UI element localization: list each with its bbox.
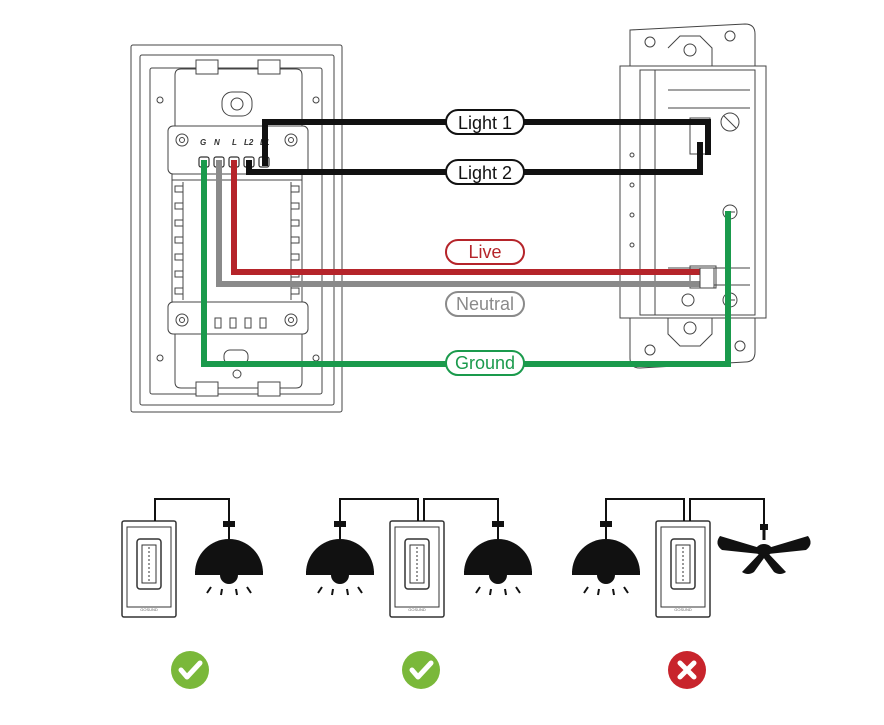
brand-label: GOSUND — [140, 607, 158, 612]
light2-label-box — [445, 159, 525, 185]
wire-labels: Light 1 Light 2 Live Neutral Ground — [445, 109, 525, 376]
ground-label-box — [445, 350, 525, 376]
terminal-label-l: L — [232, 138, 237, 147]
neutral-label-box — [445, 291, 525, 317]
module-nub — [174, 185, 184, 193]
ceiling-fan-icon — [717, 524, 811, 574]
ceiling-light-icon — [463, 520, 533, 596]
check-icon — [402, 651, 440, 689]
brand-label: GOSUND — [408, 607, 426, 612]
live-label: Live — [468, 242, 501, 262]
module-nub — [290, 236, 300, 244]
neutral-wire — [216, 160, 708, 287]
module-nub — [290, 287, 300, 295]
cross-icon — [668, 651, 706, 689]
ceiling-light-icon — [571, 520, 641, 596]
configuration-light-and-fan: GOSUND — [571, 498, 811, 618]
module-nub — [174, 287, 184, 295]
terminal-label-l2: L2 — [244, 138, 254, 147]
module-nub — [174, 219, 184, 227]
live-wire — [231, 160, 708, 275]
ceiling-light-icon — [194, 520, 264, 596]
mini-switch — [655, 520, 711, 618]
light1-label: Light 1 — [458, 113, 512, 133]
light1-label-box — [445, 109, 525, 135]
brand-label: GOSUND — [674, 607, 692, 612]
module-nub — [290, 202, 300, 210]
terminal-label-n: N — [214, 138, 220, 147]
module-nub — [174, 253, 184, 261]
light2-label: Light 2 — [458, 163, 512, 183]
check-icon — [171, 651, 209, 689]
module-nub — [174, 270, 184, 278]
module-nub — [290, 219, 300, 227]
module-nub — [174, 202, 184, 210]
module-nub — [290, 185, 300, 193]
live-label-box — [445, 239, 525, 265]
mini-switch — [121, 520, 177, 618]
status-icons — [171, 651, 706, 689]
neutral-label: Neutral — [456, 294, 514, 314]
wall-box — [619, 23, 767, 369]
module-nub — [290, 253, 300, 261]
ground-label: Ground — [455, 353, 515, 373]
module-nub — [174, 236, 184, 244]
configuration-single-light: GOSUND — [121, 498, 264, 618]
configuration-two-lights: GOSUND — [305, 498, 533, 618]
mini-switch — [389, 520, 445, 618]
terminal-label-g: G — [200, 138, 206, 147]
ceiling-light-icon — [305, 520, 375, 596]
